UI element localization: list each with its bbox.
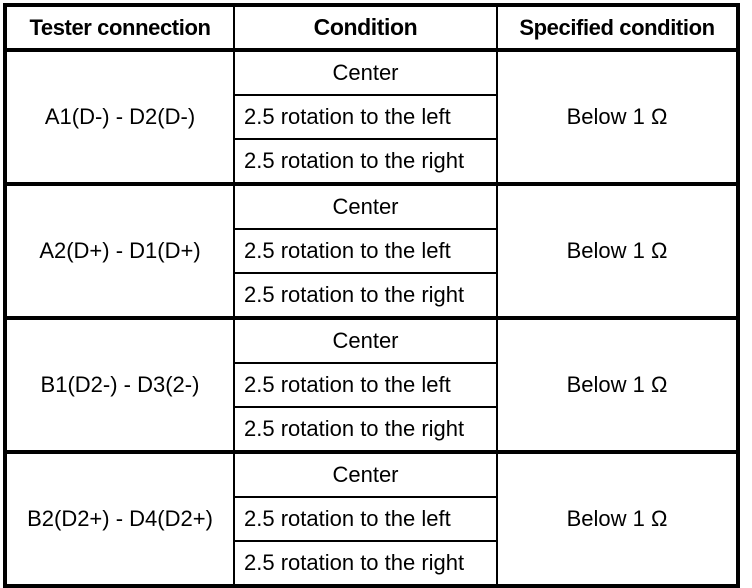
specified-condition-cell: Below 1 Ω	[497, 48, 738, 184]
column-header-condition: Condition	[234, 5, 498, 52]
condition-cell: 2.5 rotation to the right	[234, 138, 498, 184]
table-header: Tester connection Condition Specified co…	[5, 5, 738, 52]
inspection-specification-table: Tester connection Condition Specified co…	[3, 3, 740, 588]
condition-cell: Center	[234, 48, 498, 95]
tester-connection-cell: B2(D2+) - D4(D2+)	[5, 450, 235, 586]
table-row: B2(D2+) - D4(D2+) Center Below 1 Ω	[5, 450, 738, 586]
table-row: A2(D+) - D1(D+) Center Below 1 Ω	[5, 182, 738, 318]
table-row: A1(D-) - D2(D-) Center Below 1 Ω	[5, 48, 738, 184]
tester-connection-cell: A2(D+) - D1(D+)	[5, 182, 235, 318]
condition-cell: 2.5 rotation to the left	[234, 94, 498, 139]
condition-cell: 2.5 rotation to the right	[234, 272, 498, 318]
table-row: 2.5 rotation to the left	[5, 228, 738, 273]
page-canvas: Tester connection Condition Specified co…	[3, 3, 740, 588]
table-row: 2.5 rotation to the right	[5, 138, 738, 184]
table-row: 2.5 rotation to the left	[5, 496, 738, 541]
column-header-tester-connection: Tester connection	[5, 5, 235, 52]
condition-cell: 2.5 rotation to the left	[234, 228, 498, 273]
condition-cell: 2.5 rotation to the left	[234, 362, 498, 407]
table-row: 2.5 rotation to the right	[5, 406, 738, 452]
condition-cell: Center	[234, 316, 498, 363]
tester-connection-cell: B1(D2-) - D3(2-)	[5, 316, 235, 452]
table-row: 2.5 rotation to the left	[5, 362, 738, 407]
specified-condition-cell: Below 1 Ω	[497, 450, 738, 586]
specified-condition-cell: Below 1 Ω	[497, 316, 738, 452]
column-header-specified-condition: Specified condition	[497, 5, 738, 52]
condition-cell: Center	[234, 450, 498, 497]
condition-cell: 2.5 rotation to the right	[234, 406, 498, 452]
tester-connection-cell: A1(D-) - D2(D-)	[5, 48, 235, 184]
specified-condition-cell: Below 1 Ω	[497, 182, 738, 318]
header-row: Tester connection Condition Specified co…	[5, 5, 738, 52]
table-body: A1(D-) - D2(D-) Center Below 1 Ω 2.5 rot…	[5, 48, 738, 586]
table-row: B1(D2-) - D3(2-) Center Below 1 Ω	[5, 316, 738, 452]
condition-cell: Center	[234, 182, 498, 229]
table-row: 2.5 rotation to the right	[5, 272, 738, 318]
table-row: 2.5 rotation to the left	[5, 94, 738, 139]
condition-cell: 2.5 rotation to the left	[234, 496, 498, 541]
